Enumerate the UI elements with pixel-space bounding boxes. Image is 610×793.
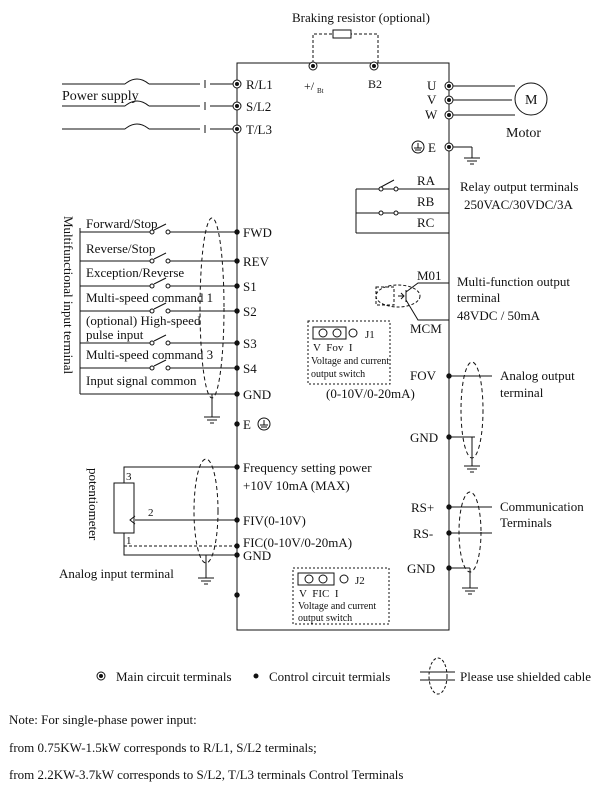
input-s2-desc: Multi-speed command 1 (86, 290, 213, 305)
j1-switch-labels: V Fov I (313, 342, 353, 354)
input-s1-desc: Exception/Reverse (86, 265, 184, 280)
j1-label: J1 (365, 329, 375, 341)
motor-symbol-label: M (525, 93, 538, 108)
inverter-body (236, 62, 450, 631)
freq-power-line1: Frequency setting power (243, 460, 372, 475)
terminal-s3-label: S3 (243, 336, 257, 351)
communication-line1: Communication (500, 499, 584, 514)
terminal-s-label: S/L2 (246, 99, 271, 114)
terminal-rsminus-label: RS- (413, 526, 433, 541)
input-s4-desc: Multi-speed command 3 (86, 347, 213, 362)
terminal-w-label: W (425, 107, 438, 122)
control-terminal-icon (253, 673, 259, 679)
terminal-rb-label: RB (417, 194, 435, 209)
motor: U V W M Motor E (411, 78, 548, 165)
analog-output: FOV GND Analog output terminal (410, 361, 575, 473)
shielded-cable-icon (428, 657, 448, 695)
terminal-fov-label: FOV (410, 368, 437, 383)
terminal-t-label: T/L3 (246, 122, 272, 137)
j2-label: J2 (355, 575, 365, 587)
multi-output-line2: terminal (457, 290, 501, 305)
j2-switch-labels: V FIC I (299, 588, 339, 600)
terminal-s4-label: S4 (243, 361, 257, 376)
analog-input: potentiometer 3 2 1 Frequency setting po… (59, 458, 372, 598)
j2-caption2: output switch (298, 613, 352, 624)
terminal-rsplus-label: RS+ (411, 500, 434, 515)
multi-function-output: M01 MCM Multi-function output terminal 4… (375, 268, 570, 336)
terminal-r-label: R/L1 (246, 77, 273, 92)
terminal-s1-label: S1 (243, 279, 257, 294)
terminal-ain-gnd-label: GND (243, 548, 271, 563)
communication: RS+ RS- GND Communication Terminals (407, 491, 584, 595)
j2-switch: J2 V FIC I Voltage and current output sw… (292, 567, 390, 625)
analog-output-gnd-label: GND (410, 430, 438, 445)
terminal-s2-label: S2 (243, 304, 257, 319)
terminal-fwd-label: FWD (243, 225, 272, 240)
motor-symbol (514, 82, 548, 116)
j1-caption1: Voltage and current (311, 356, 389, 367)
multi-output-rating: 48VDC / 50mA (457, 308, 541, 323)
j1-range: (0-10V/0-20mA) (326, 386, 415, 401)
potentiometer-symbol (113, 482, 135, 534)
terminal-mcm-label: MCM (410, 321, 442, 336)
terminal-v-label: V (427, 92, 437, 107)
input-fwd-desc: Forward/Stop (86, 216, 158, 231)
input-rev-desc: Reverse/Stop (86, 241, 155, 256)
terminal-m01-label: M01 (417, 268, 442, 283)
relay-title: Relay output terminals (460, 179, 578, 194)
terminal-plus-label: +/ (304, 79, 315, 93)
legend-main: Main circuit terminals (116, 669, 232, 684)
multifunctional-inputs: Multifunctional input terminal Forward/S (61, 216, 272, 432)
communication-line2: Terminals (500, 515, 552, 530)
pot-pin3: 3 (126, 471, 132, 483)
motor-earth-label: E (428, 140, 436, 155)
relay-output: RA RB RC Relay output terminals 250VAC/3… (355, 173, 578, 234)
braking-resistor: Braking resistor (optional) +/ Bt B2 (292, 10, 430, 95)
analog-output-line2: terminal (500, 385, 544, 400)
multi-output-line1: Multi-function output (457, 274, 570, 289)
power-supply: Power supply R/L1 S/L2 T/L3 (62, 77, 273, 137)
input-s3-desc: (optional) High-speed (86, 313, 201, 328)
terminal-rev-label: REV (243, 254, 270, 269)
legend-control: Control circuit termials (269, 669, 390, 684)
input-gnd-desc: Input signal common (86, 373, 197, 388)
motor-label: Motor (506, 126, 541, 141)
terminal-gnd-label: GND (243, 387, 271, 402)
pot-pin1: 1 (126, 535, 132, 547)
note-line-2: from 0.75KW-1.5kW corresponds to R/L1, S… (9, 740, 317, 755)
note-line-1: Note: For single-phase power input: (9, 712, 197, 727)
terminal-b2-label: B2 (368, 77, 382, 91)
relay-rating: 250VAC/30VDC/3A (464, 197, 573, 212)
legend-shielded: Please use shielded cable (460, 669, 591, 684)
analog-output-line1: Analog output (500, 368, 575, 383)
terminal-fiv-label: FIV(0-10V) (243, 513, 306, 528)
pot-pin2: 2 (148, 507, 154, 519)
input-s3-desc2: pulse input (86, 327, 144, 342)
terminal-rc-label: RC (417, 215, 434, 230)
terminal-ra-label: RA (417, 173, 436, 188)
power-supply-label: Power supply (62, 89, 139, 104)
braking-resistor-label: Braking resistor (optional) (292, 10, 430, 25)
potentiometer-label: potentiometer (86, 468, 101, 541)
wiring-diagram: Braking resistor (optional) +/ Bt B2 Pow… (59, 10, 591, 695)
terminal-fic-label: FIC(0-10V/0-20mA) (243, 535, 352, 550)
j1-switch: J1 V Fov I Voltage and current output sw… (307, 320, 415, 401)
terminal-comm-gnd-label: GND (407, 561, 435, 576)
terminal-e-label: E (243, 417, 251, 432)
terminal-u-label: U (427, 78, 437, 93)
freq-power-line2: +10V 10mA (MAX) (243, 478, 350, 493)
inputs-side-label: Multifunctional input terminal (61, 216, 76, 375)
terminal-bt-label: Bt (317, 87, 324, 95)
note-line-3: from 2.2KW-3.7kW corresponds to S/L2, T/… (9, 767, 404, 782)
legend: Main circuit terminals Control circuit t… (96, 657, 591, 695)
j2-caption1: Voltage and current (298, 601, 376, 612)
j1-caption2: output switch (311, 369, 365, 380)
analog-input-label: Analog input terminal (59, 566, 174, 581)
